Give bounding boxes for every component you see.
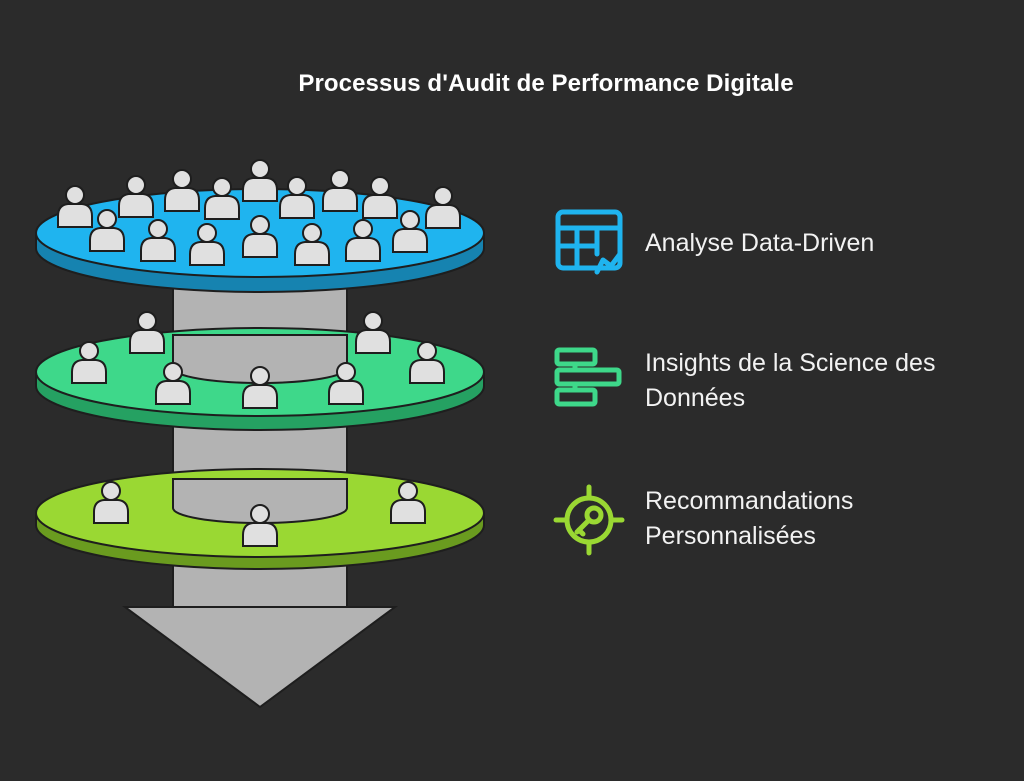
person-icon — [57, 185, 93, 228]
person-icon — [322, 169, 358, 212]
diagram-title: Processus d'Audit de Performance Digital… — [298, 70, 794, 97]
person-icon — [118, 175, 154, 218]
dashboard-chart-icon — [555, 209, 623, 275]
person-icon — [279, 176, 315, 219]
tier-bottom — [35, 468, 485, 570]
legend-label-analyse: Analyse Data-Driven — [645, 229, 875, 257]
person-icon — [355, 311, 391, 354]
funnel-arrow-head — [121, 606, 399, 709]
person-icon — [362, 176, 398, 219]
target-key-icon — [553, 484, 625, 556]
person-icon — [129, 311, 165, 354]
person-icon — [204, 177, 240, 220]
hierarchy-list-icon — [554, 347, 622, 407]
person-icon — [242, 159, 278, 202]
person-icon — [164, 169, 200, 212]
person-icon — [425, 186, 461, 229]
